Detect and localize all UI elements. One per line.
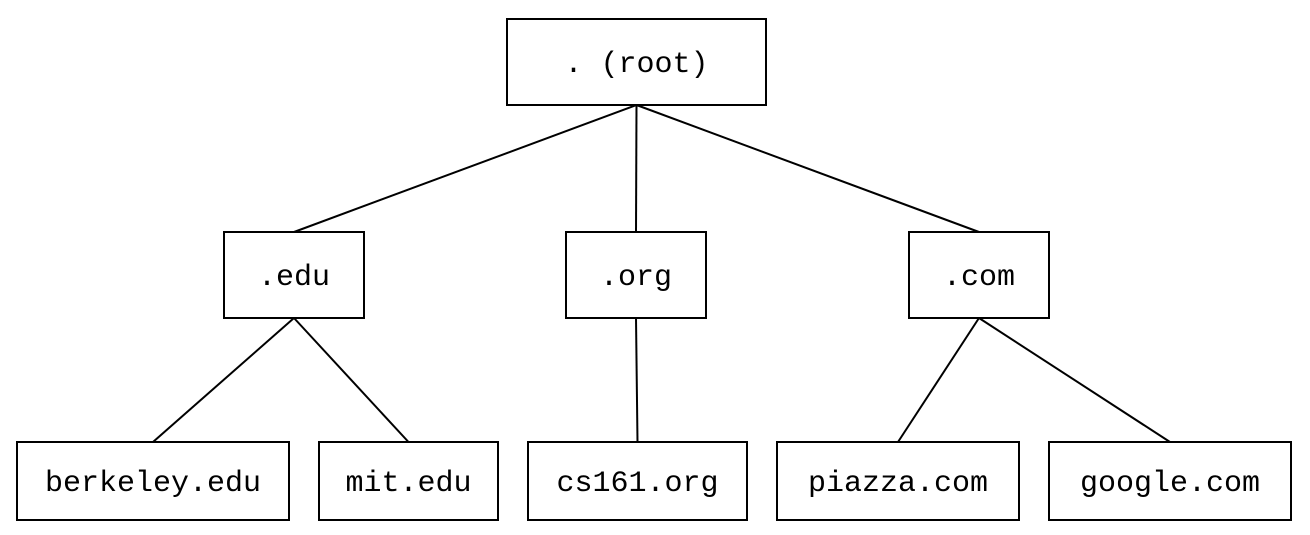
node-edu-label: .edu <box>258 261 330 295</box>
node-root-box <box>506 18 767 106</box>
node-cs161-box <box>527 441 748 521</box>
node-edu-box <box>223 231 365 319</box>
node-piazza-label: piazza.com <box>808 467 988 501</box>
node-root: . (root) <box>506 18 767 106</box>
node-edu: .edu <box>223 231 365 319</box>
node-google-box <box>1048 441 1292 521</box>
tree-edges <box>152 104 1171 443</box>
edge-edu-berkeley <box>152 317 295 443</box>
edge-com-piazza <box>897 317 980 443</box>
node-cs161-label: cs161.org <box>556 467 718 501</box>
node-google-label: google.com <box>1080 467 1260 501</box>
node-org-box <box>565 231 707 319</box>
node-org-label: .org <box>600 261 672 295</box>
edge-root-edu <box>293 104 637 233</box>
node-root-label: . (root) <box>564 48 708 82</box>
node-com-label: .com <box>943 261 1015 295</box>
node-google: google.com <box>1048 441 1292 521</box>
node-org: .org <box>565 231 707 319</box>
edge-org-cs161 <box>635 317 639 443</box>
node-berkeley-label: berkeley.edu <box>45 467 261 501</box>
edge-root-org <box>635 104 638 233</box>
edge-edu-mit <box>293 317 410 443</box>
node-cs161: cs161.org <box>527 441 748 521</box>
node-berkeley-box <box>16 441 290 521</box>
node-berkeley: berkeley.edu <box>16 441 290 521</box>
edge-root-com <box>636 104 980 233</box>
node-com: .com <box>908 231 1050 319</box>
node-piazza: piazza.com <box>776 441 1020 521</box>
node-mit-label: mit.edu <box>345 467 471 501</box>
node-mit: mit.edu <box>318 441 499 521</box>
node-piazza-box <box>776 441 1020 521</box>
edge-com-google <box>978 317 1171 443</box>
node-com-box <box>908 231 1050 319</box>
node-mit-box <box>318 441 499 521</box>
